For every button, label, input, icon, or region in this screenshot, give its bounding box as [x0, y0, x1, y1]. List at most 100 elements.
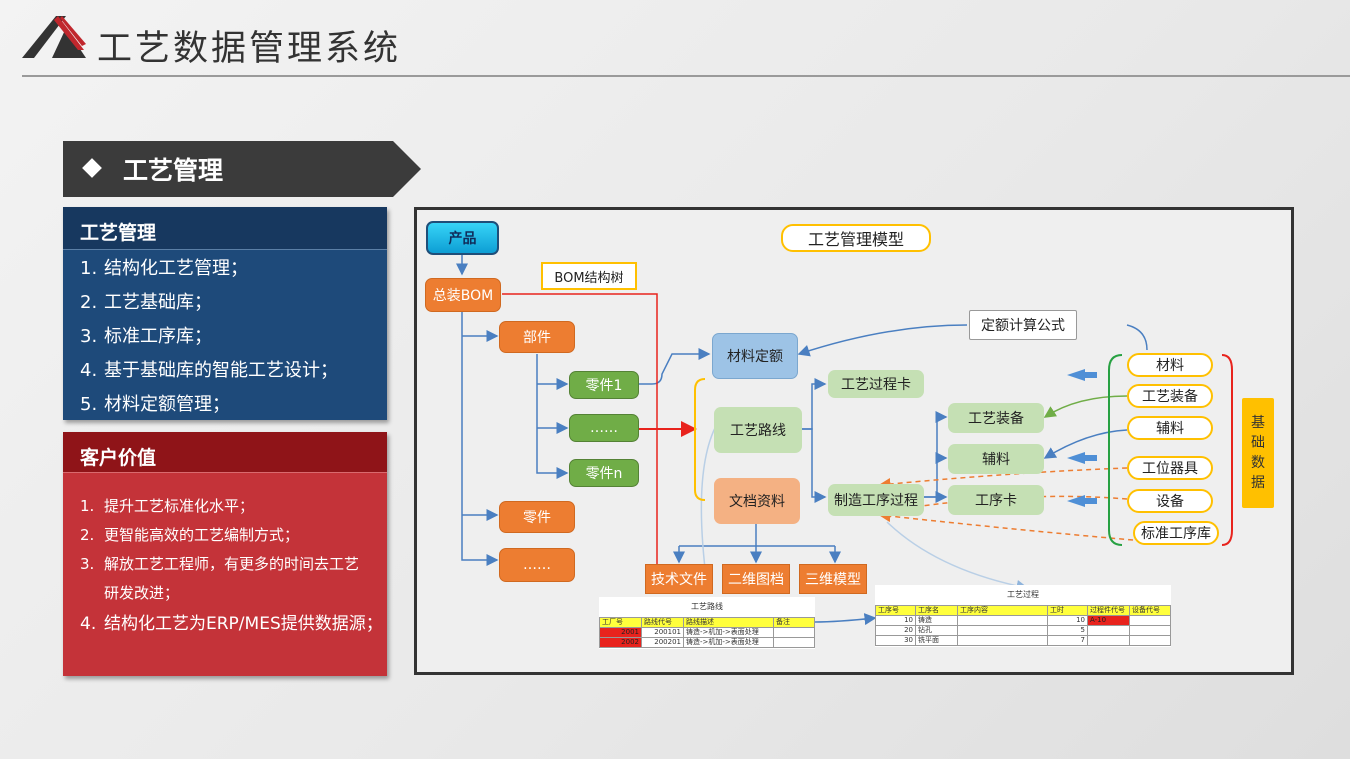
item-text: 工艺基础库； — [104, 292, 212, 313]
table-cell: 10 — [875, 615, 916, 626]
list-item-continuation: 研发改进； — [104, 584, 180, 602]
basic-equipment-node: 设备 — [1127, 489, 1213, 513]
item-number: 4. — [80, 614, 97, 634]
table-cell — [957, 625, 1048, 636]
item-number: 3. — [80, 555, 95, 573]
table-row: 30 铣平面 7 — [875, 635, 1171, 646]
basic-aux-node: 辅料 — [1127, 416, 1213, 440]
table-cell: 铸造 — [915, 615, 958, 626]
assembly-bom-node: 总装BOM — [425, 278, 501, 312]
drawing-2d-node: 二维图档 — [722, 564, 790, 594]
manufacturing-process-node: 制造工序过程 — [828, 484, 924, 516]
table-header: 过程件代号 — [1087, 605, 1130, 616]
table-header: 路线代号 — [641, 617, 684, 628]
table-cell: 20 — [875, 625, 916, 636]
list-item: 4. 基于基础库的智能工艺设计； — [80, 357, 338, 391]
list-item: 5. 材料定额管理； — [80, 391, 338, 425]
route-table: 工艺路线 工厂号 路线代号 路线描述 备注 2001 200101 铸造->机加… — [599, 597, 815, 649]
table-cell — [957, 615, 1048, 626]
page-title: 工艺数据管理系统 — [97, 29, 402, 69]
panel-title: 客户价值 — [80, 447, 157, 469]
section-title: 工艺管理 — [123, 156, 224, 185]
company-logo — [22, 16, 86, 58]
table-cell — [773, 627, 815, 638]
route-table-title: 工艺路线 — [691, 602, 723, 611]
tech-file-node: 技术文件 — [645, 564, 713, 594]
operation-card-node: 工序卡 — [948, 485, 1044, 515]
item-number: 4. — [80, 360, 98, 381]
item-number: 5. — [80, 394, 98, 415]
item-text: 材料定额管理； — [104, 394, 230, 415]
value-list: 1.提升工艺标准化水平； 2. 更智能高效的工艺编制方式； 3.解放工艺工程师，有… — [80, 492, 383, 639]
part-node: 零件 — [499, 501, 575, 533]
part-n-node: 零件n — [569, 459, 639, 487]
table-cell — [1129, 615, 1171, 626]
item-number: 2. — [80, 526, 95, 544]
table-cell: 5 — [1047, 625, 1088, 636]
table-row: 20 钻孔 5 — [875, 625, 1171, 636]
table-cell: 7 — [1047, 635, 1088, 646]
table-header: 工时 — [1047, 605, 1088, 616]
list-item: 1.提升工艺标准化水平； — [80, 492, 383, 521]
item-number: 3. — [80, 326, 98, 347]
table-cell: 钻孔 — [915, 625, 958, 636]
documents-node: 文档资料 — [714, 478, 800, 524]
table-cell — [1129, 625, 1171, 636]
table-header: 备注 — [773, 617, 815, 628]
table-cell: 铸造->机加->表面处理 — [683, 627, 774, 638]
feature-list: 1. 结构化工艺管理； 2.工艺基础库； 3. 标准工序库； 4. 基于基础库的智能工… — [80, 255, 338, 425]
table-cell: 30 — [875, 635, 916, 646]
header: 工艺数据管理系统 — [0, 0, 1350, 78]
more-parts-node: …… — [499, 548, 575, 582]
header-divider — [22, 75, 1350, 77]
base-data-char: 数 — [1251, 455, 1265, 471]
table-cell: 2002 — [599, 637, 642, 648]
panel-header: 工艺管理 — [63, 207, 387, 250]
table-header: 路线描述 — [683, 617, 774, 628]
table-cell — [773, 637, 815, 648]
item-text: 结构化工艺管理； — [104, 258, 248, 279]
panel-title: 工艺管理 — [80, 222, 157, 244]
route-table-grid: 工厂号 路线代号 路线描述 备注 2001 200101 铸造->机加->表面处… — [599, 617, 815, 648]
table-cell — [957, 635, 1048, 646]
process-table: 工艺过程 工序号 工序名 工序内容 工时 过程件代号 设备代号 10 铸造 10… — [875, 585, 1171, 647]
table-cell — [1087, 625, 1130, 636]
customer-value-panel: 客户价值 1.提升工艺标准化水平； 2. 更智能高效的工艺编制方式； 3.解放工艺… — [63, 432, 387, 676]
base-data-label: 基 础 数 据 — [1242, 398, 1274, 508]
process-card-node: 工艺过程卡 — [828, 370, 924, 398]
table-cell — [1129, 635, 1171, 646]
diagram-connectors — [456, 255, 1233, 626]
item-text: 更智能高效的工艺编制方式； — [104, 526, 300, 544]
table-cell: 2001 — [599, 627, 642, 638]
table-cell — [1087, 635, 1130, 646]
part-1-node: 零件1 — [569, 371, 639, 399]
table-row: 2002 200201 铸造->机加->表面处理 — [599, 637, 815, 648]
table-header-row: 工厂号 路线代号 路线描述 备注 — [599, 617, 815, 628]
item-number: 1. — [80, 258, 98, 279]
quota-formula-node: 定额计算公式 — [969, 310, 1077, 340]
table-header-row: 工序号 工序名 工序内容 工时 过程件代号 设备代号 — [875, 605, 1171, 616]
basic-fixture-node: 工位器具 — [1127, 456, 1213, 480]
bom-tree-label: BOM结构树 — [541, 262, 637, 290]
table-header: 工序内容 — [957, 605, 1048, 616]
product-node: 产品 — [426, 221, 499, 255]
list-item: 3.解放工艺工程师，有更多的时间去工艺 — [80, 550, 383, 579]
section-banner: 工艺管理 — [63, 141, 423, 197]
base-data-char: 础 — [1251, 435, 1265, 451]
table-cell: 铣平面 — [915, 635, 958, 646]
basic-tooling-node: 工艺装备 — [1127, 384, 1213, 408]
list-item: 2. 更智能高效的工艺编制方式； — [80, 521, 383, 550]
item-text: 提升工艺标准化水平； — [104, 497, 255, 515]
material-quota-node: 材料定额 — [712, 333, 798, 379]
table-cell: 200201 — [641, 637, 684, 648]
list-item: 2.工艺基础库； — [80, 289, 338, 323]
diagram-title: 工艺管理模型 — [781, 224, 931, 252]
table-cell: A-10 — [1087, 615, 1130, 626]
item-text: 基于基础库的智能工艺设计； — [104, 360, 338, 381]
list-item: 3. 标准工序库； — [80, 323, 338, 357]
item-text: 标准工序库； — [104, 326, 212, 347]
table-header: 工序号 — [875, 605, 916, 616]
part-ellipsis-node: …… — [569, 414, 639, 442]
base-data-char: 据 — [1251, 475, 1265, 491]
item-text: 结构化工艺为ERP/MES提供数据源； — [104, 614, 383, 634]
